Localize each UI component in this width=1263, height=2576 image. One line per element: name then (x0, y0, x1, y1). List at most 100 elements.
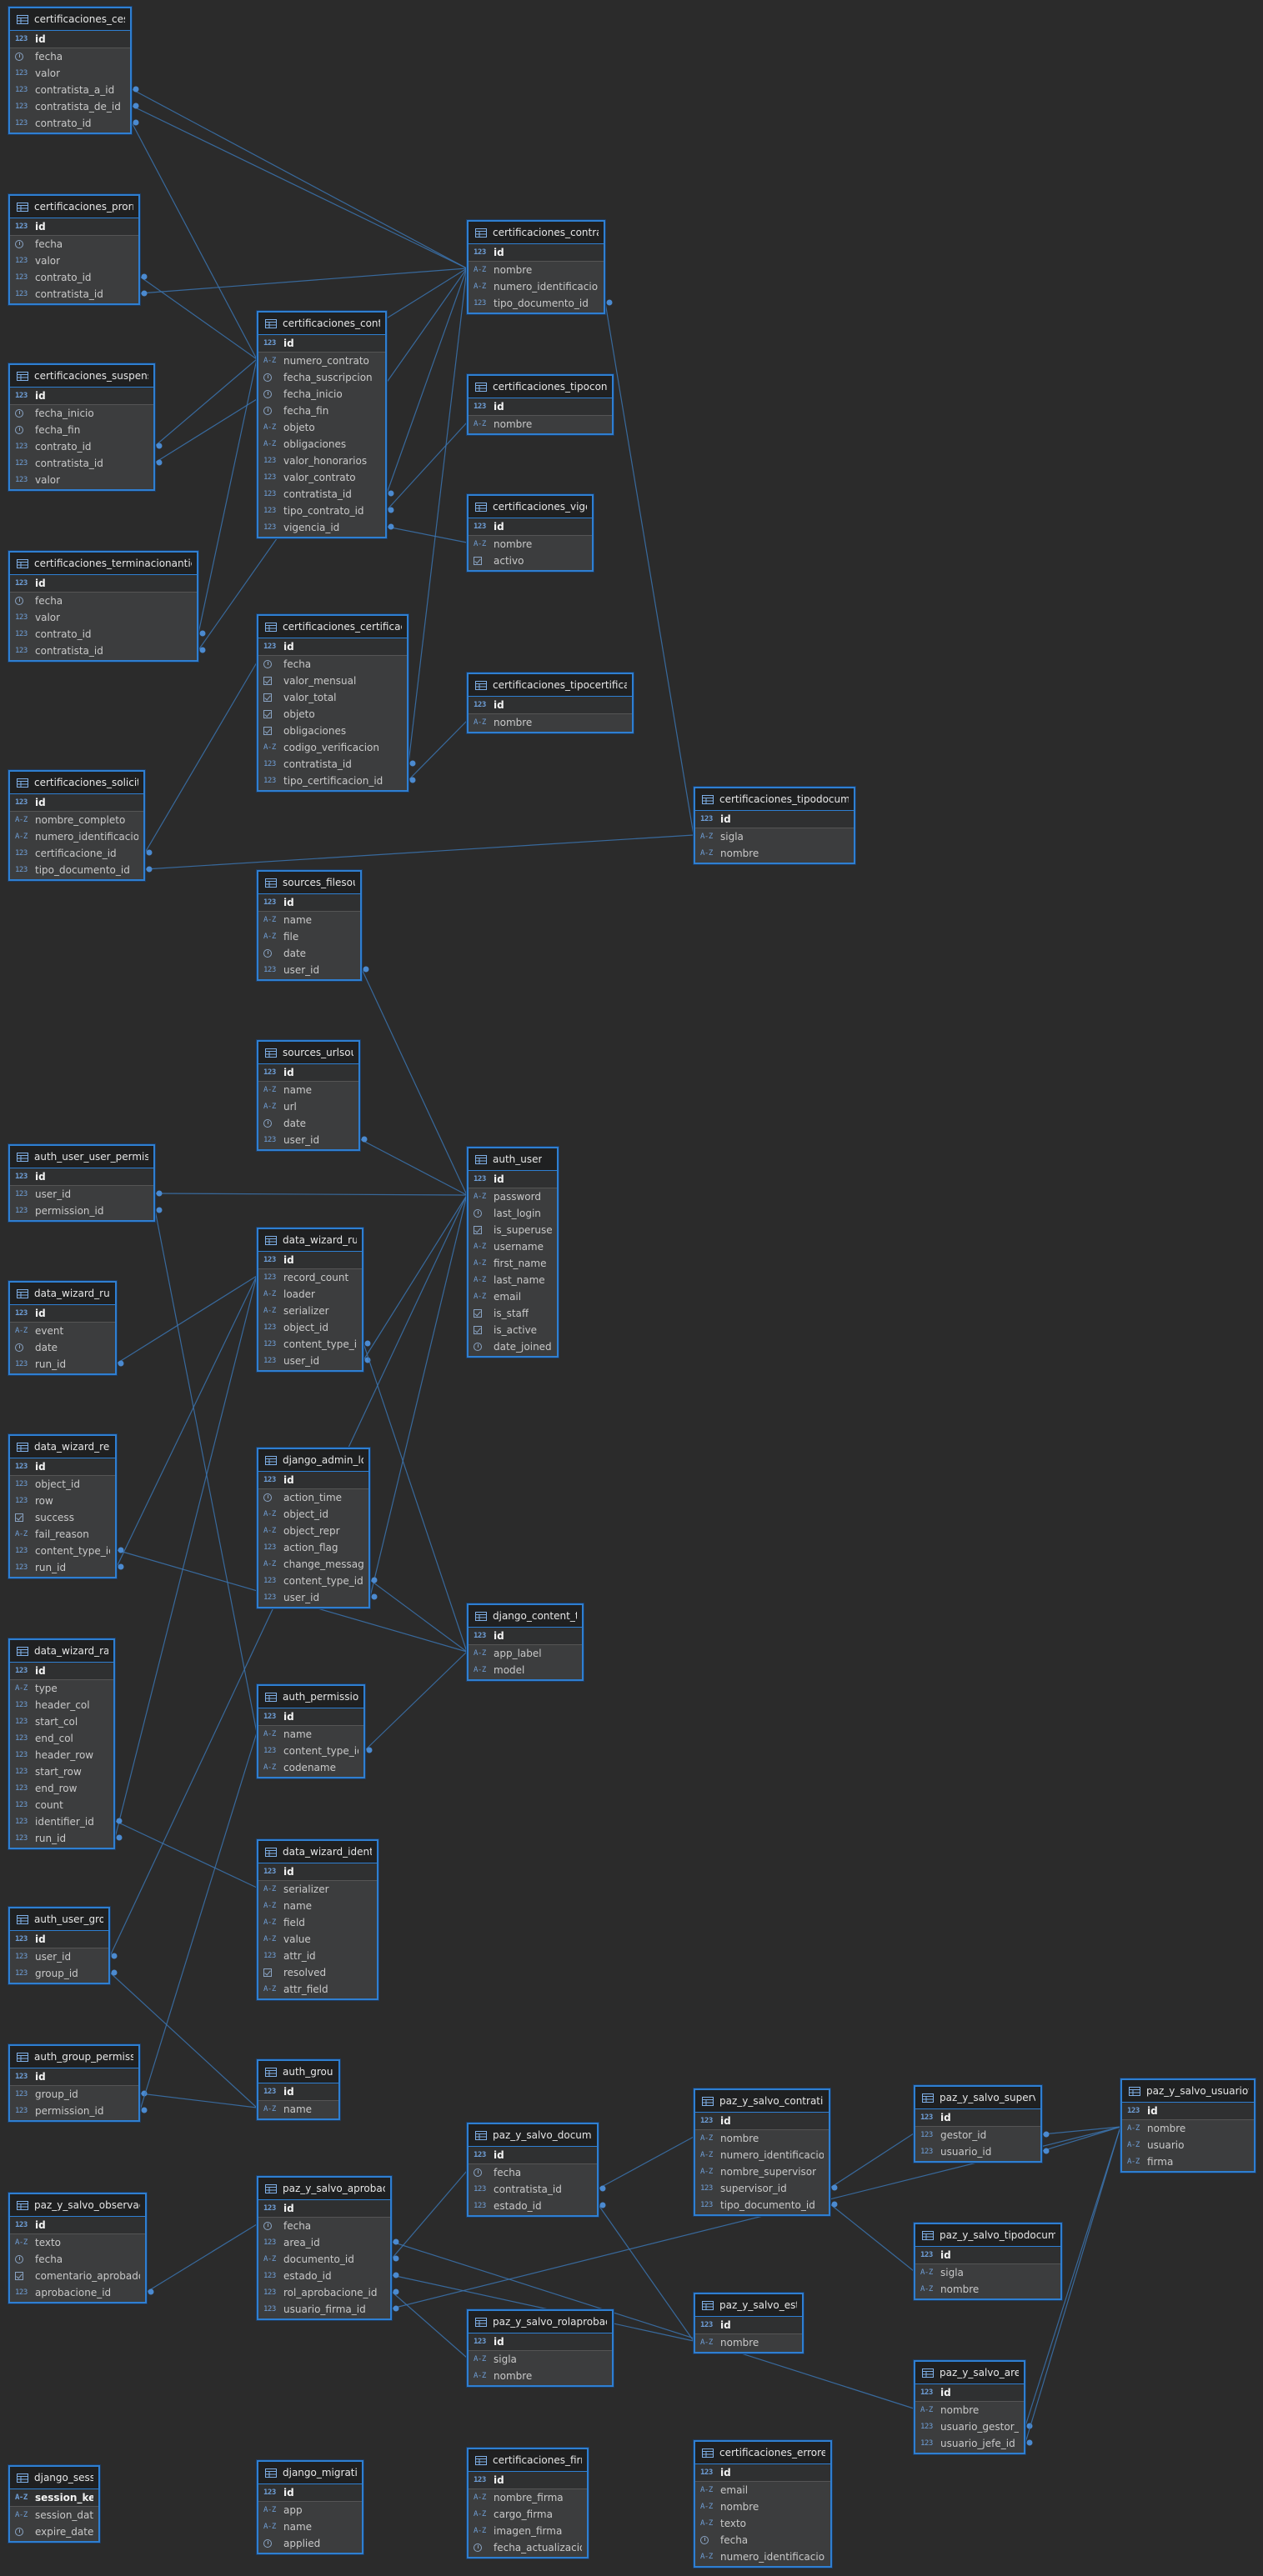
table-header[interactable]: certificaciones_certificacione (258, 616, 407, 638)
table-paz-y-salvo-aprobacione[interactable]: paz_y_salvo_aprobacione123idfecha123area… (257, 2176, 392, 2320)
table-header[interactable]: certificaciones_contrato (258, 313, 385, 335)
column-row[interactable]: activo (469, 553, 592, 569)
column-row[interactable]: fecha (258, 2218, 390, 2234)
column-row[interactable]: fecha (469, 2164, 597, 2181)
table-header[interactable]: certificaciones_contratista (469, 222, 604, 244)
table-header[interactable]: django_session (10, 2467, 98, 2489)
table-header[interactable]: auth_group (258, 2061, 338, 2083)
table-paz-y-salvo-supervisore[interactable]: paz_y_salvo_supervisore123id123gestor_id… (914, 2085, 1042, 2163)
table-header[interactable]: paz_y_salvo_observacione (10, 2194, 145, 2217)
table-data-wizard-identifier[interactable]: data_wizard_identifier123idA-Zserializer… (257, 1839, 378, 2000)
column-row[interactable]: fecha_fin (258, 403, 385, 419)
table-header[interactable]: paz_y_salvo_aprobacione (258, 2178, 390, 2200)
table-header[interactable]: paz_y_salvo_usuariofirma (1122, 2080, 1254, 2103)
table-certificaciones-tipodocumento[interactable]: certificaciones_tipodocumento123idA-Zsig… (694, 787, 855, 864)
table-header[interactable]: certificaciones_suspensione (10, 365, 153, 388)
table-certificaciones-prorroga[interactable]: certificaciones_prorroga123idfecha123val… (8, 194, 140, 305)
column-row[interactable]: fecha (258, 656, 407, 673)
column-row[interactable]: resolved (258, 1964, 377, 1981)
table-certificaciones-tipocontrato[interactable]: certificaciones_tipocontrato123idA-Znomb… (467, 374, 614, 435)
table-auth-user-groups[interactable]: auth_user_groups123id123user_id123group_… (8, 1907, 110, 1984)
table-header[interactable]: paz_y_salvo_tipodocumento (915, 2224, 1060, 2247)
column-row[interactable]: date_joined (469, 1338, 557, 1355)
column-row[interactable]: date (10, 1339, 115, 1356)
table-paz-y-salvo-usuariofirma[interactable]: paz_y_salvo_usuariofirma123idA-ZnombreA-… (1120, 2078, 1255, 2173)
table-django-content-type[interactable]: django_content_type123idA-Zapp_labelA-Zm… (467, 1603, 584, 1681)
table-header[interactable]: certificaciones_cesione (10, 8, 130, 31)
column-row[interactable]: date (258, 945, 360, 962)
table-paz-y-salvo-documento[interactable]: paz_y_salvo_documento123idfecha123contra… (467, 2123, 599, 2217)
table-header[interactable]: paz_y_salvo_rolaprobacione (469, 2311, 612, 2333)
table-header[interactable]: auth_group_permissions (10, 2046, 138, 2068)
column-row[interactable]: date (258, 1115, 358, 1132)
table-header[interactable]: certificaciones_terminacionanticipada (10, 553, 197, 575)
table-header[interactable]: data_wizard_record (10, 1436, 115, 1458)
table-header[interactable]: paz_y_salvo_contratista (695, 2090, 829, 2113)
table-header[interactable]: auth_user_user_permissions (10, 1146, 153, 1168)
table-header[interactable]: certificaciones_solicitante (10, 772, 143, 794)
